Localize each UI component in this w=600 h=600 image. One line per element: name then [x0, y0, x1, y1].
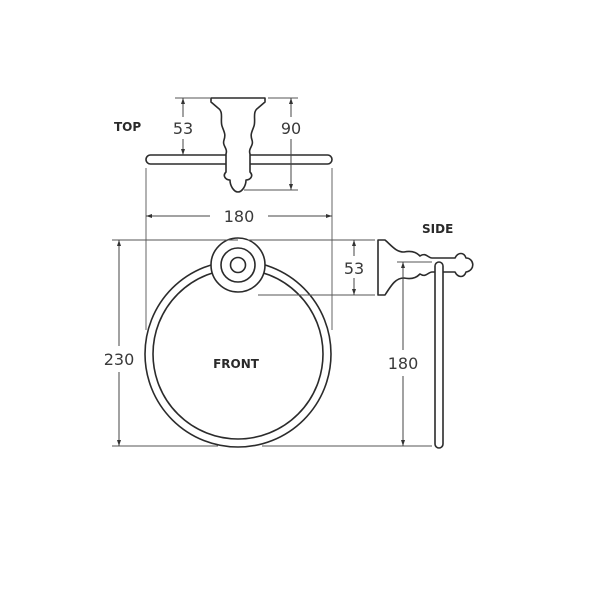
dim-front-230: 230 [104, 350, 135, 369]
side-view-label: SIDE [422, 222, 453, 236]
dim-top-90: 90 [281, 119, 301, 138]
side-ring-bar [434, 261, 444, 449]
front-view-label: FRONT [213, 357, 260, 371]
top-view-label: TOP [114, 120, 141, 134]
dim-side-180: 180 [388, 354, 419, 373]
front-view: 180 FRONT 230 53 [104, 168, 432, 448]
dim-front-180: 180 [224, 207, 255, 226]
rosette-center [229, 256, 247, 274]
top-holder [210, 97, 266, 193]
top-view: TOP 53 90 [114, 97, 333, 193]
dim-top-53: 53 [173, 119, 193, 138]
dim-front-53: 53 [344, 259, 364, 278]
ring-inner [152, 268, 324, 440]
side-holder [377, 239, 474, 296]
side-view: SIDE 180 [377, 222, 474, 449]
